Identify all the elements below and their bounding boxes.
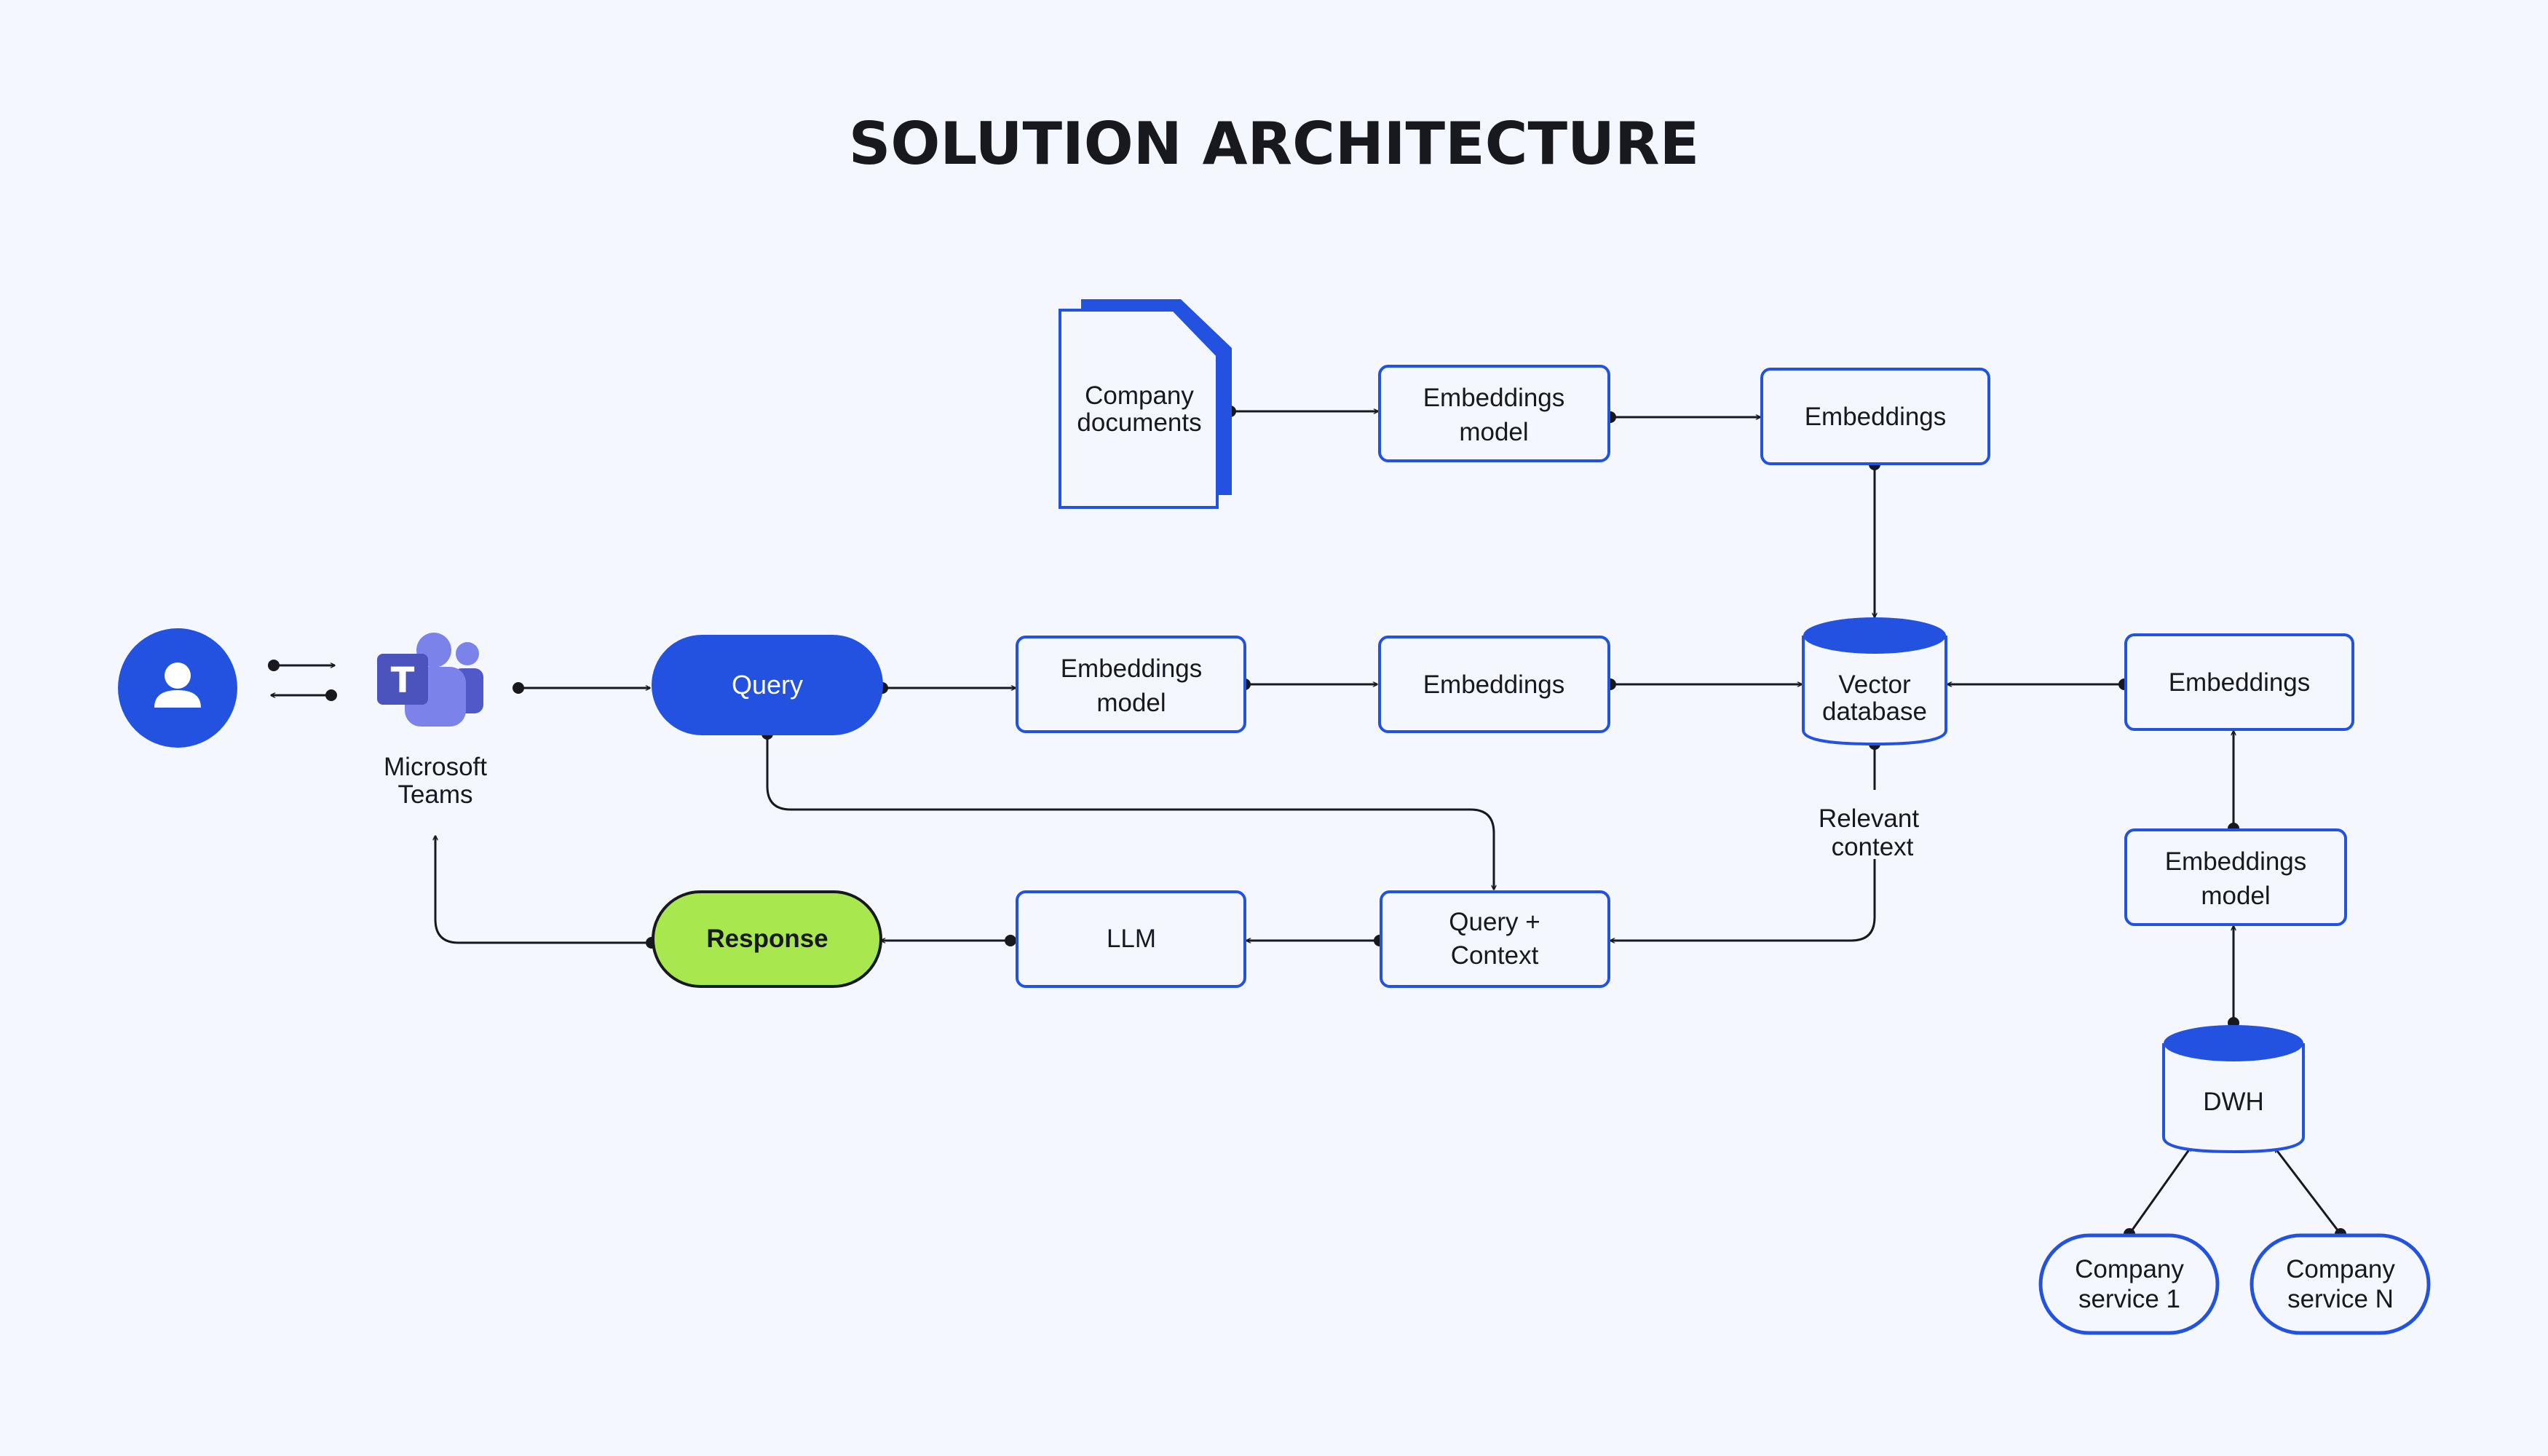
teams-label-line-1: Microsoft	[384, 753, 487, 781]
edge-user-to-teams	[268, 660, 335, 671]
query-embeddings-model-line-2: model	[1096, 689, 1166, 717]
company-service-n-line-1: Company	[2286, 1255, 2395, 1283]
query-embeddings-model-line-1: Embeddings	[1061, 654, 1203, 683]
edge-query-embeddings-to-vector-db	[1605, 678, 1802, 690]
query-context-line-2: Context	[1451, 941, 1539, 970]
dwh-node[interactable]: DWH	[2162, 1025, 2305, 1154]
relevant-context-line-2: context	[1832, 833, 1914, 861]
user-node[interactable]	[118, 628, 237, 748]
doc-embeddings-model-line-2: model	[1459, 418, 1528, 446]
edge-doc-model-to-embeddings	[1605, 411, 1760, 423]
edge-dwh-embeddings-to-vector-db	[1947, 678, 2130, 690]
doc-embeddings-label: Embeddings	[1805, 403, 1947, 431]
teams-label-line-2: Teams	[397, 780, 472, 809]
company-documents-line-2: documents	[1077, 408, 1201, 437]
edge-teams-to-user	[271, 689, 337, 701]
database-icon	[1802, 617, 1947, 746]
doc-embeddings-node[interactable]: Embeddings	[1760, 368, 1990, 465]
relevant-context-line-1: Relevant	[1819, 804, 1919, 833]
query-embeddings-model-node[interactable]: Embeddings model	[1016, 636, 1246, 733]
company-service-n-line-2: service N	[2287, 1285, 2394, 1313]
company-service-n-node[interactable]: Company service N	[2250, 1233, 2431, 1335]
company-service-1-line-1: Company	[2075, 1255, 2184, 1283]
edge-query-model-to-embeddings	[1239, 678, 1377, 690]
page-title: SOLUTION ARCHITECTURE	[849, 110, 1700, 178]
query-context-line-1: Query +	[1449, 908, 1540, 936]
edges	[268, 405, 2346, 1240]
company-documents-node[interactable]: Company documents	[1059, 299, 1232, 509]
query-node[interactable]: Query	[652, 635, 883, 735]
company-documents-line-1: Company	[1085, 381, 1194, 410]
edge-vector-db-to-relevant-context	[1869, 738, 1880, 790]
user-icon	[154, 662, 201, 708]
company-service-1-line-2: service 1	[2078, 1285, 2180, 1313]
dwh-embeddings-node[interactable]: Embeddings	[2124, 633, 2354, 731]
dwh-embeddings-model-line-1: Embeddings	[2165, 847, 2307, 876]
llm-label: LLM	[1107, 925, 1156, 953]
document-icon	[1059, 299, 1232, 509]
edge-service-n-to-dwh	[2275, 1148, 2346, 1240]
dwh-embeddings-label: Embeddings	[2169, 668, 2311, 697]
edge-docs-to-embeddings-model	[1224, 405, 1378, 417]
vector-database-node[interactable]: Vector database	[1802, 617, 1947, 746]
company-service-1-node[interactable]: Company service 1	[2038, 1233, 2220, 1335]
edge-dwh-model-to-embeddings	[2228, 731, 2239, 834]
edge-query-to-embeddings-model	[877, 682, 1016, 694]
edge-query-context-to-llm	[1246, 935, 1385, 946]
dwh-embeddings-model-line-2: model	[2201, 882, 2270, 910]
doc-embeddings-model-line-1: Embeddings	[1423, 384, 1565, 412]
query-context-node[interactable]: Query + Context	[1380, 890, 1610, 988]
doc-embeddings-model-node[interactable]: Embeddings model	[1378, 365, 1610, 462]
query-embeddings-label: Embeddings	[1423, 670, 1565, 699]
database-icon	[2162, 1025, 2305, 1154]
edge-response-to-teams	[435, 836, 657, 949]
edge-query-to-query-context	[761, 728, 1494, 890]
dwh-embeddings-model-node[interactable]: Embeddings model	[2124, 828, 2347, 926]
llm-node[interactable]: LLM	[1016, 890, 1246, 988]
edge-relevant-context-to-query-context	[1610, 859, 1876, 941]
response-node[interactable]: Response	[652, 890, 882, 988]
microsoft-teams-icon: T	[377, 633, 483, 727]
dwh-label: DWH	[2203, 1088, 2264, 1116]
vector-database-line-2: database	[1822, 697, 1927, 726]
edge-teams-to-query	[513, 682, 650, 694]
vector-database-line-1: Vector	[1838, 670, 1911, 699]
query-label: Query	[732, 670, 803, 700]
edge-service-1-to-dwh	[2124, 1147, 2191, 1240]
query-embeddings-node[interactable]: Embeddings	[1378, 636, 1610, 733]
edge-dwh-to-embeddings-model	[2228, 926, 2239, 1029]
edge-doc-embeddings-to-vector-db	[1869, 459, 1880, 617]
teams-node[interactable]: T Microsoft Teams	[377, 633, 487, 809]
svg-text:T: T	[391, 660, 415, 701]
response-label: Response	[706, 925, 828, 953]
relevant-context-label: Relevant context	[1819, 804, 1919, 861]
edge-llm-to-response	[881, 935, 1016, 946]
